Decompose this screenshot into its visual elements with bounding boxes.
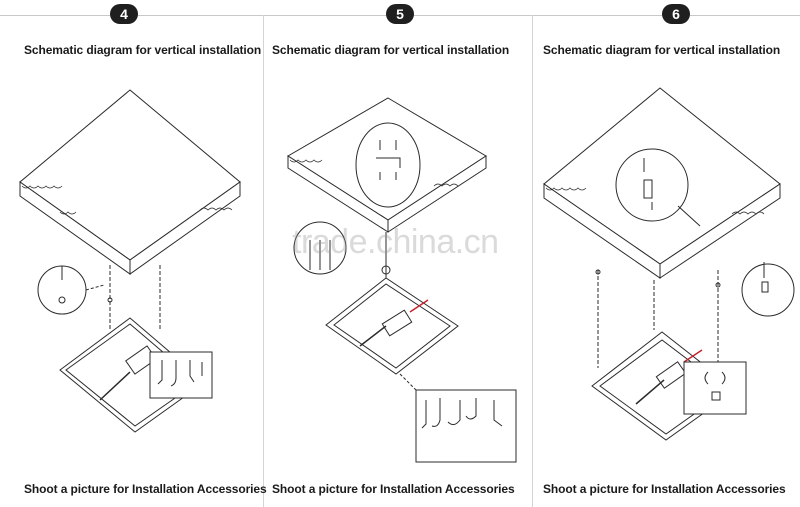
panel-divider-2 xyxy=(532,15,533,507)
step-caption: Shoot a picture for Installation Accesso… xyxy=(24,482,267,496)
installation-diagram xyxy=(287,97,517,463)
step-panel-5: 5 Schematic diagram for vertical install… xyxy=(264,0,532,507)
step-panel-4: 4 Schematic diagram for vertical install… xyxy=(0,0,267,507)
step-number-badge: 5 xyxy=(386,4,414,24)
step-number-badge: 4 xyxy=(110,4,138,24)
step-number-badge: 6 xyxy=(662,4,690,24)
installation-diagram xyxy=(543,87,795,441)
watermark-text: trade.china.cn xyxy=(292,223,499,261)
panel-divider-1 xyxy=(263,15,264,507)
step-caption: Shoot a picture for Installation Accesso… xyxy=(543,482,786,496)
step-heading: Schematic diagram for vertical installat… xyxy=(543,43,781,57)
step-caption: Shoot a picture for Installation Accesso… xyxy=(272,482,515,496)
step-heading: Schematic diagram for vertical installat… xyxy=(24,43,262,57)
step-heading: Schematic diagram for vertical installat… xyxy=(272,43,510,57)
step-panel-6: 6 Schematic diagram for vertical install… xyxy=(532,0,800,507)
installation-diagram xyxy=(19,89,241,433)
